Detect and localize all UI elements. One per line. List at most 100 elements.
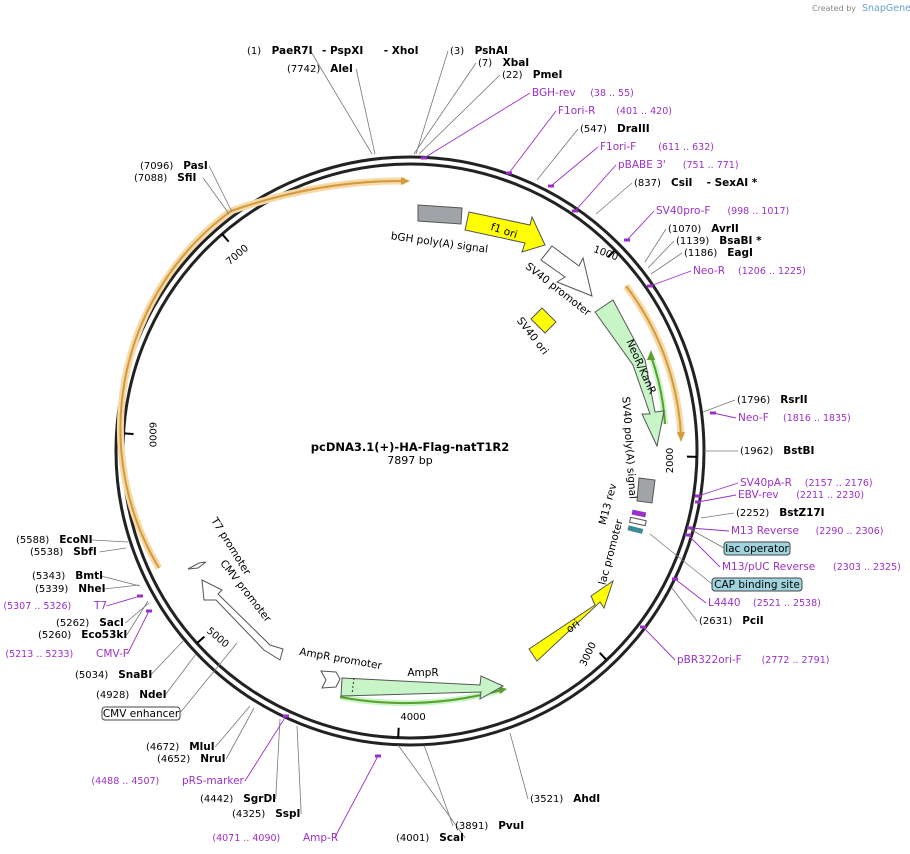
tick-3000 — [599, 652, 608, 661]
site-name-pasi[interactable]: PasI — [183, 160, 208, 172]
cap-site-mark[interactable] — [627, 525, 644, 534]
tick-label-4000: 4000 — [400, 712, 425, 723]
site-name-eagi[interactable]: EagI — [727, 247, 753, 259]
site-pos-pasi: (7096) — [140, 161, 173, 172]
site-name-alei[interactable]: AleI — [330, 63, 353, 75]
neo-orf-arrow — [677, 432, 685, 442]
site-pos-econi: (5588) — [16, 535, 49, 546]
primer-leader-neo-f — [712, 412, 737, 419]
site-name-pmei[interactable]: PmeI — [533, 69, 563, 81]
primer-mark-f1ori-r — [506, 171, 512, 175]
ampr-promoter-shape[interactable] — [320, 670, 341, 689]
primer-ebv-rev[interactable]: EBV-rev — [738, 489, 779, 501]
site-name-rsrii[interactable]: RsrII — [780, 394, 807, 406]
site-name-econi[interactable]: EcoNI — [59, 534, 92, 546]
ampr-promoter-label: AmpR promoter — [298, 646, 383, 672]
primer-f1ori-f[interactable]: F1ori-F — [600, 141, 636, 153]
primer-neo-f[interactable]: Neo-F — [738, 412, 769, 424]
site-pos-avrii: (1070) — [668, 224, 701, 235]
site-name-mlui[interactable]: MluI — [189, 741, 214, 753]
primer-m13-puc-reverse[interactable]: M13/pUC Reverse — [722, 561, 815, 573]
site-pos-eco53ki: (5260) — [38, 630, 71, 641]
site-name-pvui[interactable]: PvuI — [498, 820, 524, 832]
site-name-paer7i[interactable]: PaeR7I — [272, 45, 313, 57]
site-extra-csii-0[interactable]: - SexAI * — [707, 177, 758, 189]
site-pos-sbfi: (5538) — [30, 547, 63, 558]
ori-shape[interactable] — [528, 579, 614, 662]
primer-mark-neo-r — [647, 284, 653, 288]
primer-sv40pa-r[interactable]: SV40pA-R — [740, 477, 792, 489]
site-name-ndei[interactable]: NdeI — [139, 689, 166, 701]
site-name-nhei[interactable]: NheI — [78, 583, 105, 595]
site-name-nrui[interactable]: NruI — [200, 753, 225, 765]
m13-rev-mark[interactable] — [631, 509, 647, 518]
sv40-polya-shape[interactable] — [636, 477, 656, 504]
site-name-sgrdi[interactable]: SgrDI — [243, 793, 276, 805]
primer-mark-ebv-rev — [695, 500, 701, 504]
primer-leader-m13-reverse — [689, 527, 730, 532]
leader-pshai — [415, 50, 449, 155]
primer-leader-sv40pro-f — [626, 210, 655, 241]
primer-sv40pro-f[interactable]: SV40pro-F — [656, 205, 710, 217]
primer-pbr322ori-f[interactable]: pBR322ori-F — [677, 654, 742, 666]
site-name-avrii[interactable]: AvrII — [711, 223, 739, 235]
site-pos-scai: (4001) — [396, 833, 429, 844]
primer-pbabe-3[interactable]: pBABE 3' — [618, 159, 666, 171]
t7-promoter-shape[interactable] — [187, 561, 207, 570]
site-name-snabi[interactable]: SnaBI — [118, 669, 152, 681]
primer-f1ori-r[interactable]: F1ori-R — [558, 105, 595, 117]
primer-cmv-f[interactable]: CMV-F — [96, 648, 129, 660]
site-extra-paer7i-1[interactable]: - XhoI — [384, 45, 419, 57]
primer-range-cmv-f: (5213 .. 5233) — [5, 649, 73, 660]
created-by-text: Created by — [812, 4, 856, 13]
neor-kanr-shape[interactable] — [594, 299, 665, 448]
site-name-sbfi[interactable]: SbfI — [73, 546, 97, 558]
primer-range-sv40pro-f: (998 .. 1017) — [727, 206, 789, 217]
bgh-polya-shape[interactable] — [417, 204, 463, 225]
site-name-bstz17i[interactable]: BstZ17I — [779, 507, 824, 519]
primer-amp-r[interactable]: Amp-R — [303, 832, 338, 844]
leader-alei — [355, 68, 376, 155]
site-pos-snabi: (5034) — [75, 670, 108, 681]
site-labels: (1)PaeR7I- PspXI- XhoI(3)PshAI(7)XbaI(22… — [3, 45, 900, 844]
site-name-sspi[interactable]: SspI — [275, 808, 300, 820]
orf-arc-top — [230, 179, 406, 212]
primer-neo-r[interactable]: Neo-R — [693, 265, 725, 277]
lac-operator-leader — [687, 527, 725, 549]
site-name-bstbi[interactable]: BstBI — [783, 445, 814, 457]
cmv-enhancer-box[interactable] — [101, 706, 181, 721]
cap-binding-site-box[interactable] — [711, 577, 803, 592]
primer-prs-marker[interactable]: pRS-marker — [182, 775, 245, 787]
cmv-promoter-shape[interactable] — [201, 579, 284, 661]
site-name-csii[interactable]: CsiI — [671, 177, 692, 189]
site-name-eco53ki[interactable]: Eco53kI — [81, 629, 127, 641]
primer-m13-reverse[interactable]: M13 Reverse — [731, 525, 799, 537]
ampr-shape[interactable] — [340, 675, 505, 700]
site-pos-bsabi: (1139) — [676, 236, 709, 247]
site-name-sfii[interactable]: SfiI — [177, 172, 196, 184]
primer-leader-cmv-f — [127, 610, 150, 655]
sv40-promoter-shape[interactable] — [540, 245, 593, 297]
site-name-draiii[interactable]: DraIII — [617, 123, 650, 135]
primer-bgh-rev[interactable]: BGH-rev — [532, 87, 576, 99]
sv40-ori-shape[interactable] — [530, 307, 557, 334]
lac-operator-box[interactable] — [723, 541, 791, 556]
site-name-xbai[interactable]: XbaI — [503, 57, 530, 69]
site-extra-paer7i-0[interactable]: - PspXI — [322, 45, 363, 57]
primer-t7[interactable]: T7 — [93, 600, 107, 612]
lac-operator-label: lac operator — [725, 543, 789, 555]
f1-ori-shape[interactable] — [464, 211, 546, 253]
site-name-bsabi[interactable]: BsaBI * — [719, 235, 762, 247]
primer-leader-pbabe-3 — [574, 164, 617, 212]
site-name-ahdi[interactable]: AhdI — [573, 793, 600, 805]
site-pos-saci: (5262) — [56, 618, 89, 629]
site-name-scai[interactable]: ScaI — [439, 832, 464, 844]
primer-l4440[interactable]: L4440 — [708, 597, 741, 609]
lac-promoter-mark[interactable] — [628, 516, 647, 527]
site-name-pshai[interactable]: PshAI — [475, 45, 508, 57]
site-pos-ndei: (4928) — [96, 690, 129, 701]
site-name-saci[interactable]: SacI — [99, 617, 124, 629]
primer-range-m13-reverse: (2290 .. 2306) — [816, 526, 884, 537]
site-name-bmti[interactable]: BmtI — [75, 570, 103, 582]
site-name-pcii[interactable]: PciI — [742, 615, 763, 627]
